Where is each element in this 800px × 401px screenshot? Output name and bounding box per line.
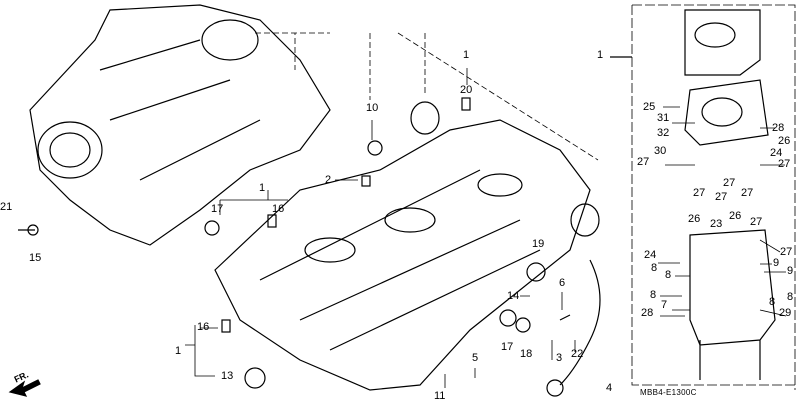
callout: 27 [780, 246, 793, 258]
callout: 27 [750, 216, 763, 228]
callout: 2 [325, 174, 332, 186]
callout: 6 [559, 277, 566, 289]
callout: 14 [507, 290, 520, 302]
callout: 29 [779, 307, 792, 319]
callout: 21 [0, 201, 13, 213]
diagram-code: MBB4-E1300C [640, 388, 697, 397]
callout: 31 [657, 112, 670, 124]
callout: 26 [778, 135, 791, 147]
callout: 17 [211, 203, 224, 215]
callout: 8 [665, 269, 672, 281]
callout: 27 [637, 156, 650, 168]
callout: 24 [770, 147, 783, 159]
callout: 9 [773, 257, 780, 269]
callout: 27 [778, 158, 791, 170]
callout: 11 [434, 390, 446, 401]
front-arrow-icon [8, 379, 41, 397]
callout: 28 [641, 307, 654, 319]
callout: 7 [661, 299, 668, 311]
callout: 1 [175, 345, 182, 357]
lower-crankcase [214, 119, 591, 391]
callout: 3 [556, 352, 563, 364]
callout: 18 [520, 348, 533, 360]
callout: 27 [741, 187, 754, 199]
callout: 27 [693, 187, 706, 199]
callout: 30 [654, 145, 667, 157]
callout: 16 [197, 321, 210, 333]
callout: 5 [472, 352, 479, 364]
upper-crankcase [29, 4, 331, 246]
callout: 8 [650, 289, 657, 301]
callout: 24 [644, 249, 657, 261]
callout: 20 [460, 84, 473, 96]
callout: 25 [643, 101, 656, 113]
callout: 16 [272, 203, 285, 215]
callout: 19 [532, 238, 545, 250]
callout: 8 [651, 262, 658, 274]
callout: 26 [729, 210, 742, 222]
callout: 9 [787, 265, 794, 277]
callout: 22 [571, 348, 584, 360]
callout: 23 [710, 218, 723, 230]
callout: 10 [366, 102, 379, 114]
callout: 8 [787, 291, 794, 303]
callout: 8 [769, 296, 776, 308]
callout: 1 [597, 49, 604, 61]
callout: 32 [657, 127, 670, 139]
callout: 26 [688, 213, 701, 225]
callout: 17 [501, 341, 514, 353]
callout: 28 [772, 122, 785, 134]
callout: 27 [715, 191, 728, 203]
callout: 27 [723, 177, 736, 189]
callout: 1 [259, 182, 266, 194]
callout: 13 [221, 370, 234, 382]
callout: 4 [606, 382, 613, 394]
callout: 1 [463, 49, 470, 61]
cylinder-outline [684, 9, 769, 146]
callout: 15 [29, 252, 42, 264]
